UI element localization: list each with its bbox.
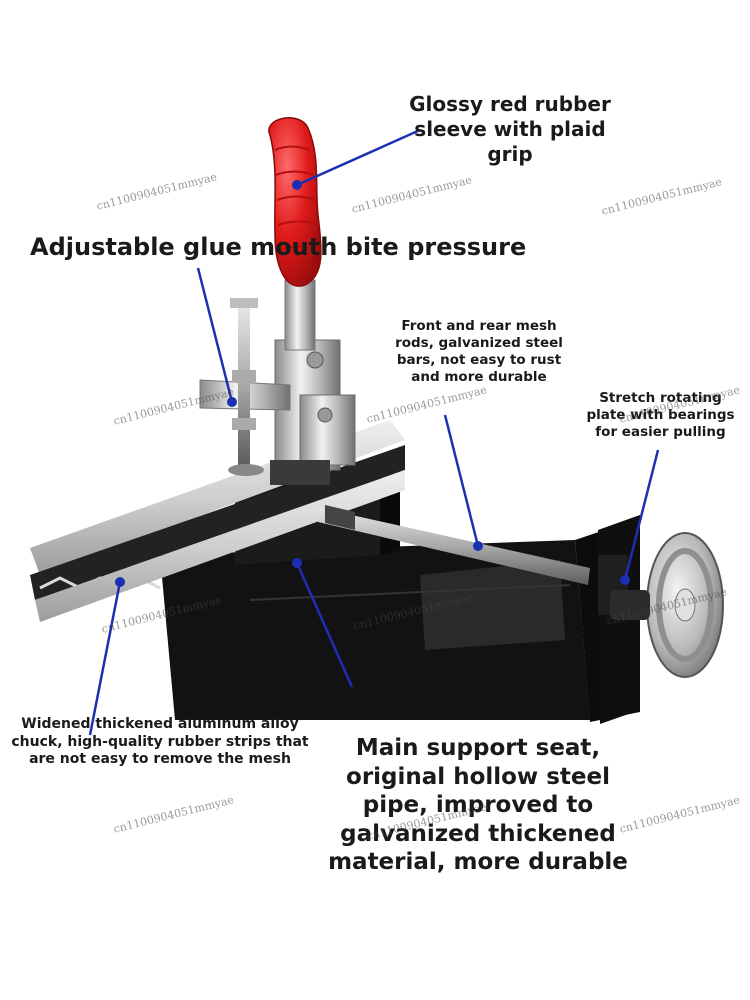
- clamp-arm: [199, 298, 291, 476]
- callout-line-seat: [295, 562, 354, 688]
- callout-dot-pressure: [227, 397, 237, 407]
- callout-dot-plate: [620, 575, 630, 585]
- label-aluminum-chuck: Widened thickened aluminum alloy chuck, …: [11, 716, 309, 767]
- callout-dot-chuck: [115, 577, 125, 587]
- label-red-grip: Glossy red rubber sleeve with plaid grip: [409, 92, 611, 166]
- callout-line-grip: [296, 128, 421, 187]
- callout-dot-rods: [473, 541, 483, 551]
- callout-dot-seat: [292, 558, 302, 568]
- handwheel: [610, 532, 724, 678]
- threaded-rod: [318, 505, 590, 585]
- callout-dot-grip: [292, 180, 302, 190]
- callout-line-plate: [623, 449, 660, 581]
- label-mesh-rods: Front and rear mesh rods, galvanized ste…: [395, 318, 563, 385]
- callout-line-rods: [443, 414, 480, 547]
- callout-line-pressure: [196, 267, 234, 403]
- callout-line-chuck: [88, 581, 122, 736]
- label-support-seat: Main support seat, original hollow steel…: [328, 735, 628, 875]
- red-handle: [268, 117, 322, 287]
- toggle-clamp: [270, 279, 356, 485]
- label-bite-pressure: Adjustable glue mouth bite pressure: [30, 233, 527, 261]
- label-rotating-plate: Stretch rotating plate with bearings for…: [586, 390, 735, 440]
- callout-lines: [88, 128, 660, 736]
